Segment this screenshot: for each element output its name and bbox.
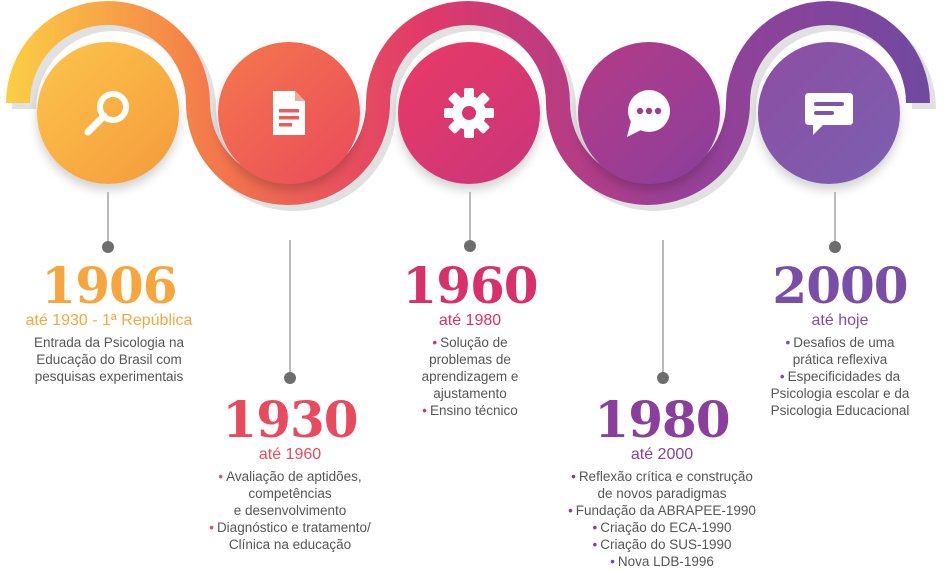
bullet-icon: •	[432, 335, 438, 350]
stage-1960: 1960 até 1980 •Solução de problemas de a…	[380, 256, 560, 419]
bullet-icon: •	[592, 537, 598, 552]
connector-line-1906	[107, 192, 109, 244]
connector-dot-1930	[284, 372, 296, 384]
list-item-text: Avaliação de aptidões, competências e de…	[226, 469, 362, 518]
list-item-text: Nova LDB-1996	[617, 554, 714, 569]
list-item: •Solução de problemas de aprendizagem e …	[380, 334, 560, 402]
list-item-text: Ensino técnico	[429, 403, 518, 418]
circle-1980	[578, 42, 720, 184]
year-1930: 1930	[222, 390, 358, 449]
list-item-text: Solução de problemas de aprendizagem e a…	[421, 335, 519, 401]
year-1980: 1980	[594, 390, 730, 449]
connector-line-1960	[469, 192, 471, 242]
list-item: •Reflexão crítica e construção de novos …	[545, 468, 779, 502]
magnifier-icon	[84, 91, 129, 136]
circle-1906	[37, 42, 179, 184]
list-item-text: Especificidades da Psicologia escolar e …	[770, 369, 910, 418]
description-text: Entrada da Psicologia na Educação do Bra…	[33, 335, 185, 384]
subtitle-2000: até hoje	[811, 312, 869, 329]
connector-dot-1960	[464, 240, 476, 252]
list-item: •Desafios de uma prática reflexiva	[750, 334, 930, 368]
connector-dot-2000	[829, 241, 841, 253]
stage-1980: 1980 até 2000 •Reflexão crítica e constr…	[545, 390, 779, 570]
bullet-icon: •	[779, 369, 785, 384]
items-1960: •Solução de problemas de aprendizagem e …	[380, 334, 560, 419]
chat-bubble-icon	[627, 90, 670, 137]
list-item-text: Criação do SUS-1990	[600, 537, 732, 552]
connector-line-1930	[289, 240, 291, 376]
year-1906: 1906	[41, 256, 177, 315]
list-item-text: Diagnóstico e tratamento/ Clínica na edu…	[216, 520, 371, 552]
items-1980: •Reflexão crítica e construção de novos …	[545, 468, 779, 570]
description-1906: Entrada da Psicologia na Educação do Bra…	[0, 334, 218, 385]
list-item-text: Criação do ECA-1990	[600, 520, 732, 535]
stage-1906: 1906 até 1930 - 1ª República Entrada da …	[0, 256, 218, 385]
bullet-icon: •	[571, 469, 576, 484]
bullet-icon: •	[610, 554, 615, 569]
year-2000: 2000	[772, 256, 908, 315]
list-item: •Criação do ECA-1990	[545, 519, 779, 536]
connector-line-2000	[834, 192, 836, 244]
stage-1930: 1930 até 1960 •Avaliação de aptidões, co…	[180, 390, 400, 553]
document-icon	[273, 91, 305, 135]
list-item: •Fundação da ABRAPEE-1990	[545, 502, 779, 519]
list-item-text: Fundação da ABRAPEE-1990	[575, 503, 756, 518]
circle-2000	[758, 42, 900, 184]
circle-1960	[398, 42, 540, 184]
circle-1930	[218, 42, 360, 184]
list-item: •Diagnóstico e tratamento/ Clínica na ed…	[180, 519, 400, 553]
list-item-text: Desafios de uma prática reflexiva	[792, 335, 895, 367]
year-1960: 1960	[402, 256, 538, 315]
stage-2000: 2000 até hoje •Desafios de uma prática r…	[750, 256, 930, 419]
bullet-icon: •	[568, 503, 573, 518]
list-item-text: Reflexão crítica e construção de novos p…	[578, 469, 753, 501]
subtitle-1980: até 2000	[630, 446, 694, 463]
list-item: •Criação do SUS-1990	[545, 536, 779, 553]
list-item: •Especificidades da Psicologia escolar e…	[750, 368, 930, 419]
items-2000: •Desafios de uma prática reflexiva•Espec…	[750, 334, 930, 419]
message-icon	[805, 93, 853, 135]
gear-icon	[444, 88, 494, 138]
subtitle-1930: até 1960	[258, 446, 322, 463]
list-item: •Avaliação de aptidões, competências e d…	[180, 468, 400, 519]
connector-line-1980	[662, 240, 664, 376]
list-item: •Nova LDB-1996	[545, 553, 779, 570]
bullet-icon: •	[422, 403, 427, 418]
subtitle-1906: até 1930 - 1ª República	[25, 312, 193, 329]
bullet-icon: •	[209, 520, 214, 535]
list-item: •Ensino técnico	[380, 402, 560, 419]
subtitle-1960: até 1980	[438, 312, 502, 329]
bullet-icon: •	[785, 335, 791, 350]
items-1930: •Avaliação de aptidões, competências e d…	[180, 468, 400, 553]
bullet-icon: •	[218, 469, 224, 484]
connector-dot-1906	[102, 241, 114, 253]
bullet-icon: •	[592, 520, 598, 535]
connector-dot-1980	[657, 372, 669, 384]
